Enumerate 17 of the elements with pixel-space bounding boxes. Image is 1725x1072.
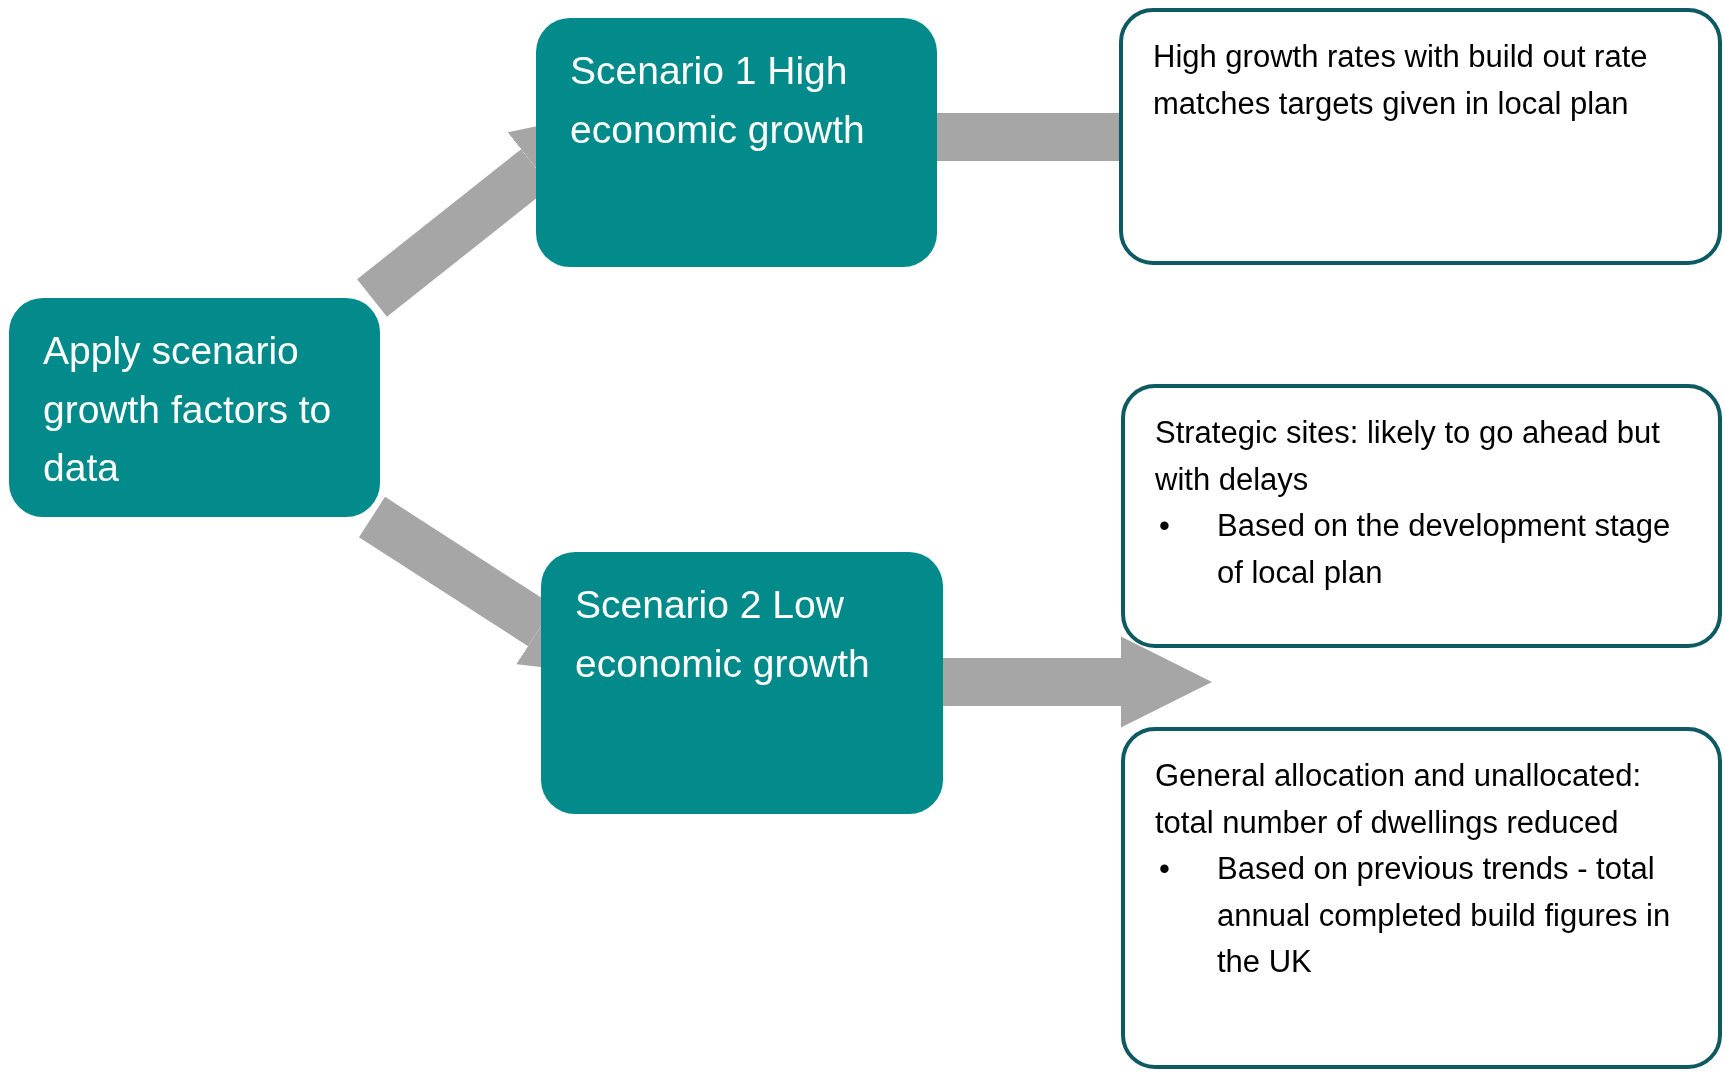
box-text: Scenario 1 High economic growth — [570, 48, 866, 153]
box-text: High growth rates with build out rate matches targets given in local plan — [1153, 38, 1649, 123]
outcome-box — [1121, 727, 1722, 1069]
scenario-box — [536, 18, 937, 267]
start-box — [9, 298, 380, 517]
box-text: General allocation and unallocated: total number of dwellings reduced — [1155, 757, 1642, 842]
box-text: Scenario 2 Low economic growth — [575, 582, 871, 687]
outcome-box — [1119, 8, 1722, 265]
bullet-marker: • — [1158, 850, 1171, 888]
scenario-box — [541, 552, 943, 814]
bullet-item: Based on the development stage of local plan — [1217, 507, 1672, 592]
bullet-item: Based on previous trends - total annual completed build figures in the UK — [1217, 850, 1672, 981]
bullet-marker: • — [1158, 507, 1171, 545]
block-arrow — [943, 636, 1213, 728]
box-text: Strategic sites: likely to go ahead but with delays — [1155, 414, 1661, 499]
box-text: Apply scenario growth factors to data — [43, 328, 333, 491]
outcome-box — [1121, 384, 1722, 648]
